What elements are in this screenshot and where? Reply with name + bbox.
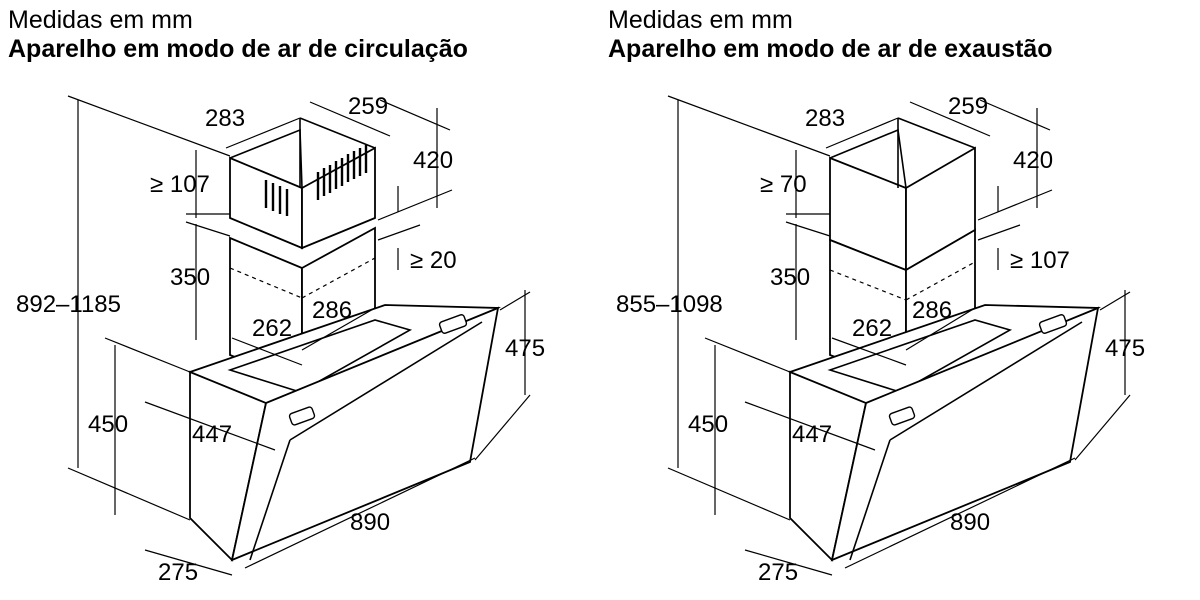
vent-slots-right [316, 145, 368, 200]
dim-total-height: 892–1185 [16, 291, 121, 318]
hood-drawing: 892–1185 283 259 420 ≥ 107 350 ≥ 20 262 … [16, 93, 545, 586]
dim-hood-height: 450 [88, 411, 128, 438]
dimension-lines [67, 95, 531, 576]
dim-bottom-depth: 275 [158, 559, 198, 586]
dim-chimney-lower-width: 262 [852, 315, 892, 342]
panel-title: Aparelho em modo de ar de circulação [8, 35, 468, 63]
dimension-labels: 892–1185 283 259 420 ≥ 107 350 ≥ 20 262 … [16, 93, 545, 586]
dim-bottom-depth: 275 [758, 559, 798, 586]
dim-hood-height: 450 [688, 411, 728, 438]
dim-chimney-lower-depth: 286 [912, 297, 952, 324]
units-label: Medidas em mm [608, 6, 793, 34]
hood-drawing: 855–1098 283 259 420 ≥ 70 350 ≥ 107 262 … [616, 93, 1145, 586]
dim-upper-height: 420 [1013, 147, 1053, 174]
dim-bottom-gap: ≥ 20 [410, 247, 457, 274]
chimney-upper [229, 117, 376, 250]
dim-total-height: 855–1098 [616, 291, 723, 318]
dim-chimney-upper-width: 283 [205, 105, 245, 132]
dim-chimney-upper-depth: 259 [948, 93, 988, 120]
dim-upper-height: 420 [413, 147, 453, 174]
units-label: Medidas em mm [8, 6, 193, 34]
dim-back-depth: 447 [792, 421, 832, 448]
dim-side-height: 475 [1105, 335, 1145, 362]
dim-chimney-lower-depth: 286 [312, 297, 352, 324]
dim-chimney-upper-width: 283 [805, 105, 845, 132]
diagram-panel-exhaust: Medidas em mm Aparelho em modo de ar de … [600, 0, 1200, 600]
dim-top-gap: ≥ 70 [760, 171, 807, 198]
diagram-panel-circulation: Medidas em mm Aparelho em modo de ar de … [8, 6, 545, 586]
dim-width: 890 [950, 509, 990, 536]
panel-title: Aparelho em modo de ar de exaustão [608, 35, 1053, 63]
vent-slots-left [264, 180, 289, 216]
dim-side-height: 475 [505, 335, 545, 362]
dim-width: 890 [350, 509, 390, 536]
dim-chimney-upper-depth: 259 [348, 93, 388, 120]
dim-top-gap: ≥ 107 [150, 171, 210, 198]
dim-bottom-gap: ≥ 107 [1010, 247, 1070, 274]
dimension-lines [667, 95, 1131, 576]
dim-lower-chimney-height: 350 [770, 264, 810, 291]
dim-lower-chimney-height: 350 [170, 264, 210, 291]
hood-body [788, 304, 1101, 562]
dimension-labels: 855–1098 283 259 420 ≥ 70 350 ≥ 107 262 … [616, 93, 1145, 586]
hood-body [188, 304, 501, 562]
dim-back-depth: 447 [192, 421, 232, 448]
dim-chimney-lower-width: 262 [252, 315, 292, 342]
